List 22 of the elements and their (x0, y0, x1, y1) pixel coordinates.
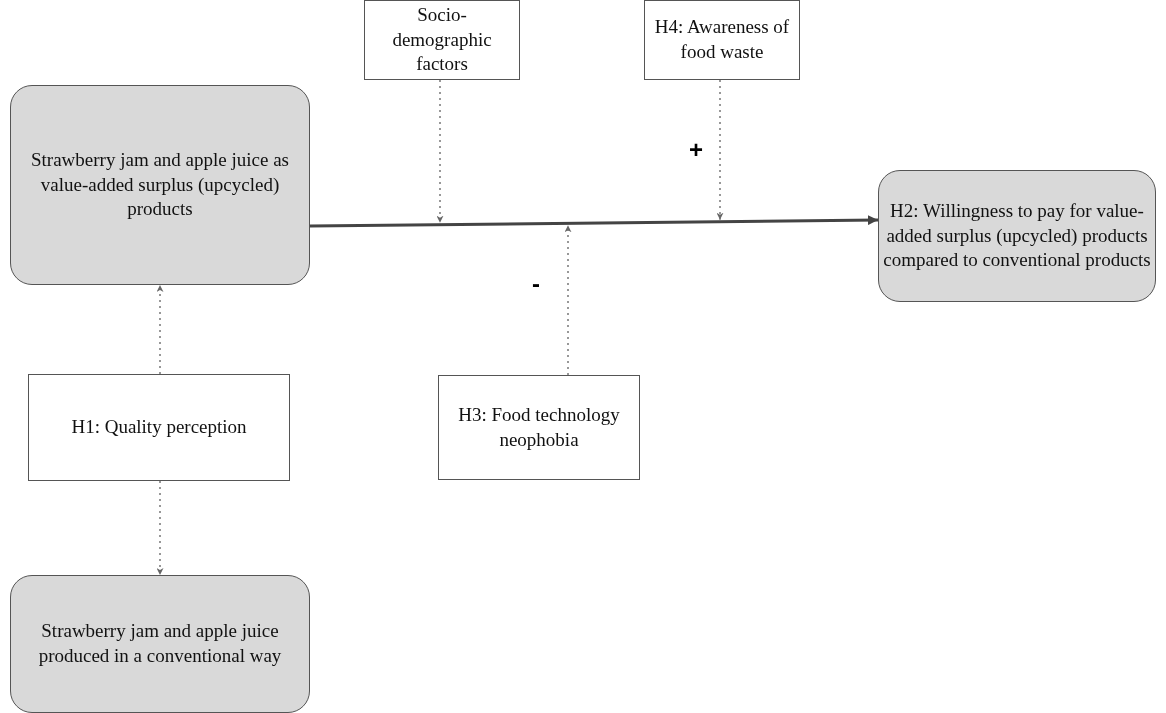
dotted-arrow (716, 79, 724, 221)
rounded-box (878, 170, 1156, 302)
node-text: Socio-demographic factors (391, 2, 493, 77)
dotted-arrow (156, 284, 164, 375)
box (364, 0, 520, 80)
node-text: H3: Food technology neophobia (457, 402, 621, 452)
sign-label: - (532, 270, 540, 298)
rounded-box (10, 85, 310, 285)
node-text: H4: Awareness of food waste (653, 15, 791, 64)
arrow (310, 215, 878, 228)
rounded-box (10, 575, 310, 713)
node-text: H2: Willingness to pay for value-added surplus (upcycled) products compared to conventional products (883, 198, 1151, 273)
sign-label: + (689, 136, 703, 164)
node-text: Strawberry jam and apple juice produced in a conventional way (37, 619, 283, 668)
dotted-arrow (564, 224, 572, 376)
box (438, 375, 640, 480)
node-text: Strawberry jam and apple juice as value-added surplus (upcycled) products (30, 147, 290, 222)
dotted-arrow (436, 79, 444, 224)
box (644, 0, 800, 80)
dotted-arrow (156, 480, 164, 576)
box (28, 374, 290, 481)
node-text: H1: Quality perception (71, 415, 247, 440)
